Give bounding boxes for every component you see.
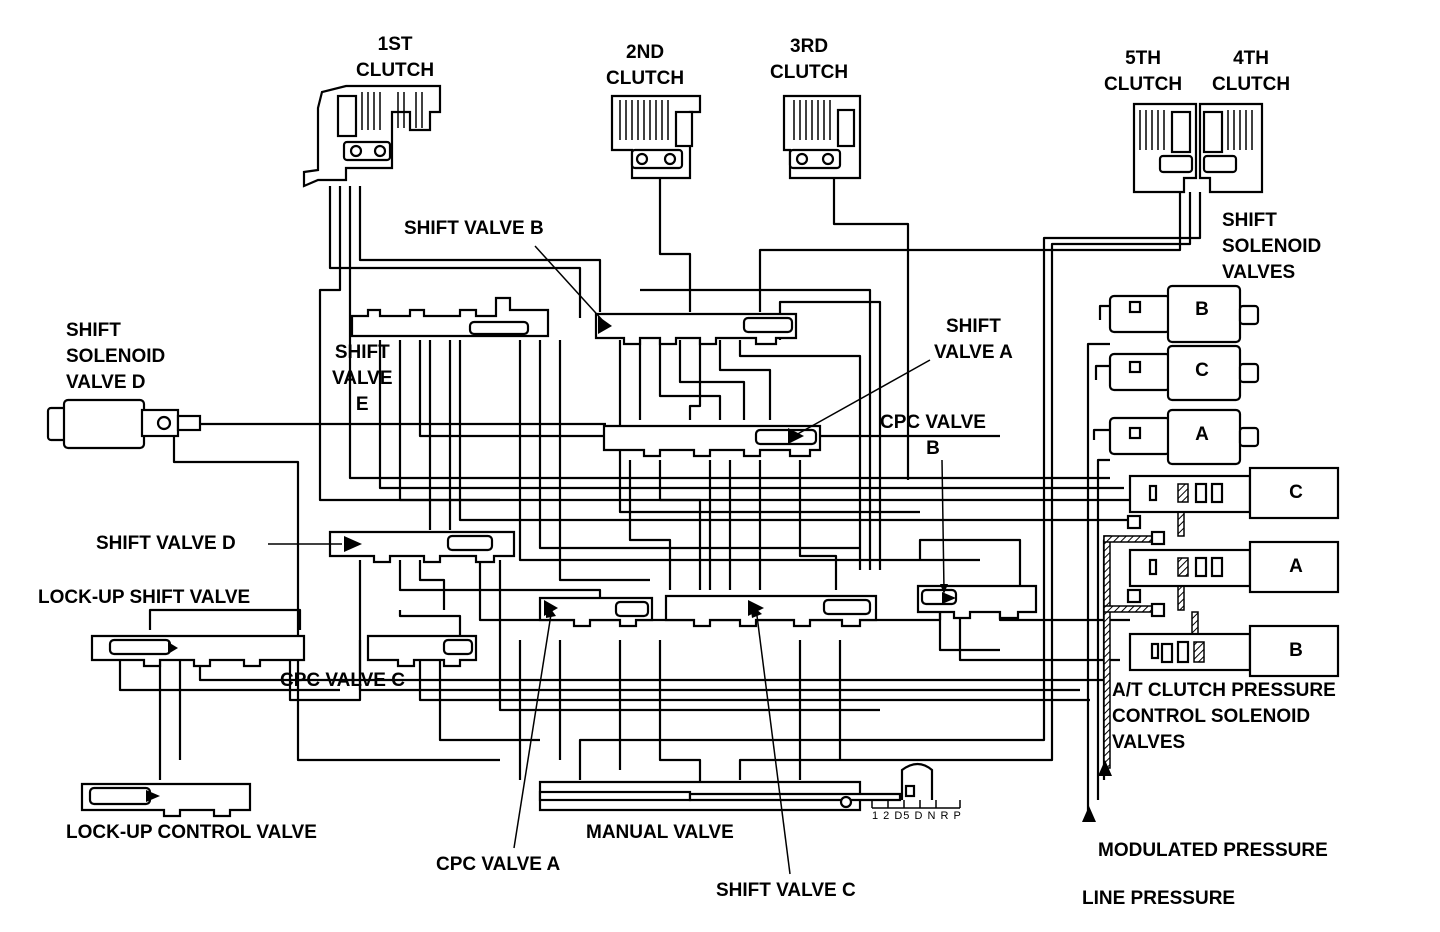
label-manual-valve: MANUAL VALVE (586, 822, 734, 843)
label-solenoid-c: C (1195, 360, 1209, 381)
cpc-valve-a (538, 596, 654, 628)
manual-valve (538, 762, 961, 812)
label-shift-valve-c: SHIFT VALVE C (716, 880, 856, 901)
shift-valve-c (664, 594, 878, 628)
label-3rd-clutch: 3RD CLUTCH (770, 36, 849, 83)
leader-arrowheads (546, 584, 1112, 822)
clutch-5th (1132, 102, 1198, 194)
connectors (1126, 300, 1166, 618)
oil-passages (118, 178, 1202, 820)
label-shift-solenoid-valves: SHIFT SOLENOID VALVES (1222, 210, 1322, 283)
label-4th-clutch: 4TH CLUTCH (1212, 48, 1291, 95)
label-shift-valve-b: SHIFT VALVE B (404, 218, 544, 239)
clutch-3rd (782, 94, 862, 180)
shift-position-scale: 1 2 D5 D N R P (872, 810, 962, 822)
label-at-clutch-pressure-solenoids: A/T CLUTCH PRESSURE CONTROL SOLENOID VAL… (1112, 680, 1336, 753)
shift-valve-e (350, 296, 550, 338)
lockup-control-valve (80, 782, 252, 818)
label-line-pressure: LINE PRESSURE (1082, 888, 1236, 909)
label-5th-clutch: 5TH CLUTCH (1104, 48, 1183, 95)
label-cpc-valve-a: CPC VALVE A (436, 854, 561, 875)
shift-solenoid-valve-d (46, 398, 202, 450)
clutch-1st (302, 84, 442, 188)
label-pressure-solenoid-a: A (1289, 556, 1303, 577)
leader-lines (268, 245, 945, 875)
shift-valve-a (602, 424, 822, 458)
shift-valve-b (594, 312, 798, 346)
cpc-valve-c (366, 634, 478, 668)
label-lockup-shift-valve: LOCK-UP SHIFT VALVE (38, 587, 251, 608)
label-2nd-clutch: 2ND CLUTCH (606, 42, 685, 89)
label-pressure-solenoid-b: B (1289, 640, 1303, 661)
pressure-solenoid-b (1128, 624, 1340, 678)
pressure-solenoid-c (1128, 466, 1340, 520)
lockup-shift-valve (90, 634, 306, 668)
shift-solenoid-b (1108, 284, 1260, 344)
label-shift-valve-d: SHIFT VALVE D (96, 533, 236, 554)
label-solenoid-b: B (1195, 299, 1209, 320)
label-cpc-valve-b: CPC VALVE B (880, 412, 986, 459)
label-1st-clutch: 1ST CLUTCH (356, 34, 435, 81)
label-shift-valve-e: SHIFT VALVE E (332, 342, 393, 415)
clutch-2nd (610, 94, 702, 180)
shift-solenoid-c (1108, 344, 1260, 402)
label-modulated-pressure: MODULATED PRESSURE (1098, 840, 1328, 861)
label-shift-valve-a: SHIFT VALVE A (934, 316, 1013, 363)
pressure-solenoid-a (1128, 540, 1340, 594)
label-lockup-control-valve: LOCK-UP CONTROL VALVE (66, 822, 317, 843)
label-shift-solenoid-d: SHIFT SOLENOID VALVE D (66, 320, 166, 393)
cpc-valve-b (916, 584, 1038, 620)
label-pressure-solenoid-c: C (1289, 482, 1303, 503)
shift-valve-d (328, 530, 516, 564)
label-cpc-valve-c: CPC VALVE C (280, 670, 405, 691)
clutch-4th (1198, 102, 1264, 194)
label-solenoid-a: A (1195, 424, 1209, 445)
